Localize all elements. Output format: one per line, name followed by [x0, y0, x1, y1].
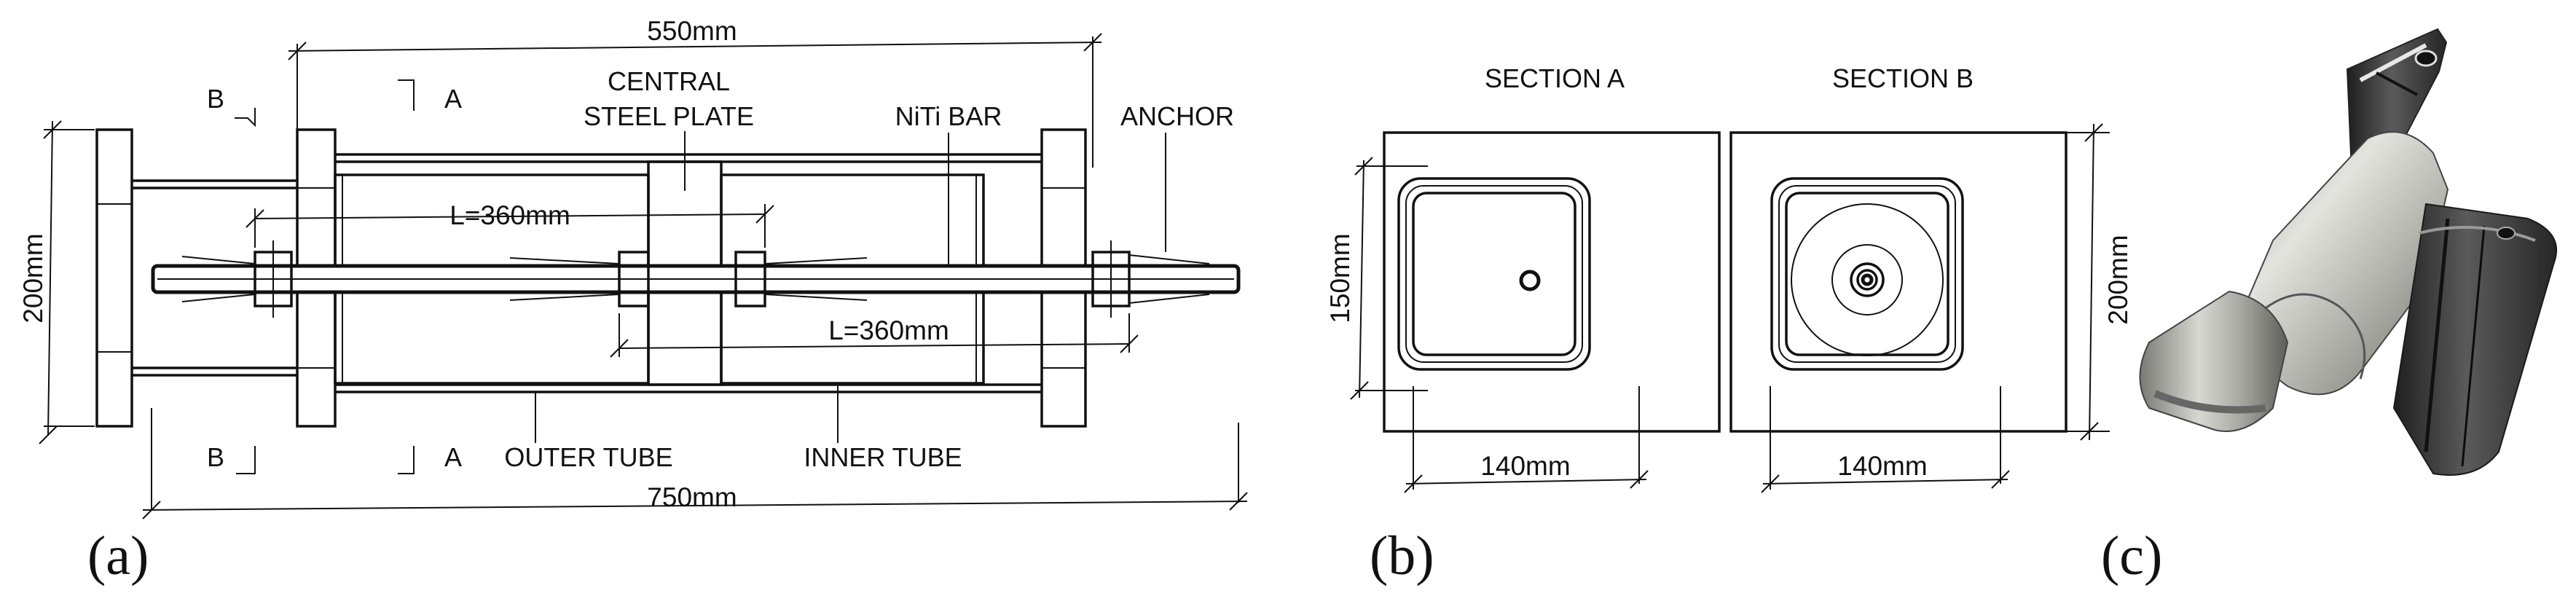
- anchor-barrel-photo: [2139, 28, 2449, 432]
- dimension-lower-rod: L=360mm: [610, 313, 1139, 358]
- anchor-nuts: [181, 240, 1210, 318]
- dimension-150mm: 150mm: [1325, 157, 1428, 400]
- dim-top-text: 550mm: [647, 16, 737, 46]
- dim-bottom-text: 750mm: [647, 482, 737, 512]
- outer-tube-label: OUTER TUBE: [504, 442, 672, 472]
- dim-width-b-text: 140mm: [1837, 451, 1927, 481]
- central-plate-label-2: STEEL PLATE: [584, 101, 754, 131]
- dimension-140mm-a: 140mm: [1404, 386, 1649, 493]
- dim-upper-rod-text: L=360mm: [449, 200, 570, 230]
- svg-text:A: A: [444, 84, 462, 114]
- panel-c-anchor-photo: (c): [2101, 28, 2558, 587]
- dim-inner-height-text: 150mm: [1325, 233, 1355, 323]
- dim-outer-height-text: 200mm: [2103, 235, 2133, 324]
- panel-a-elevation: 550mm 750mm 200mm: [18, 16, 1248, 587]
- dim-left-text: 200mm: [18, 233, 48, 323]
- section-a-drawing: [1383, 131, 1721, 433]
- left-end-plate: [95, 128, 133, 428]
- section-marker-b-bottom: B: [207, 442, 256, 474]
- section-marker-b-top: B: [207, 84, 256, 128]
- dimension-140mm-b: 140mm: [1761, 386, 2010, 493]
- niti-bar-label: NiTi BAR: [895, 101, 1002, 131]
- panel-b-label: (b): [1370, 525, 1434, 587]
- section-marker-a-top: A: [398, 79, 462, 114]
- dimension-550mm: 550mm: [288, 16, 1102, 168]
- dimension-200mm-left: 200mm: [18, 120, 95, 444]
- panel-a-label: (a): [87, 525, 149, 587]
- niti-bar: [151, 264, 1241, 294]
- dim-lower-rod-text: L=360mm: [828, 315, 949, 345]
- section-a-title: SECTION A: [1485, 63, 1625, 93]
- svg-text:B: B: [207, 84, 224, 114]
- svg-text:B: B: [207, 442, 224, 472]
- dim-width-a-text: 140mm: [1480, 451, 1570, 481]
- inner-tube-label: INNER TUBE: [804, 442, 962, 472]
- dimension-200mm-right: 200mm: [2066, 123, 2133, 441]
- panel-c-label: (c): [2101, 525, 2162, 587]
- anchor-label: ANCHOR: [1120, 101, 1234, 131]
- panel-b-sections: SECTION A SECTION B 150mm 140mm: [1325, 63, 2133, 587]
- dimension-upper-rod: L=360mm: [246, 200, 774, 248]
- svg-text:A: A: [444, 442, 462, 472]
- separate-wedge-photo: [2392, 203, 2558, 476]
- section-marker-a-bottom: A: [398, 442, 462, 474]
- section-b-drawing: [1729, 131, 2068, 433]
- central-plate-label-1: CENTRAL: [608, 66, 730, 96]
- dimension-750mm: 750mm: [142, 408, 1248, 519]
- section-b-title: SECTION B: [1832, 63, 1974, 93]
